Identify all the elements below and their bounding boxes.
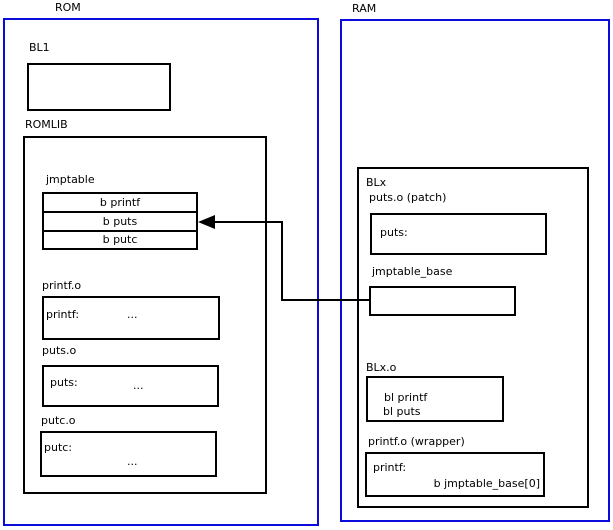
printf-o-box: printf: ...: [42, 296, 220, 340]
bl1-box: [27, 63, 171, 111]
jmptable-entry-printf: b printf: [42, 192, 198, 213]
printf-o-label: printf.o: [42, 279, 82, 292]
printf-wrapper-box: printf: b jmptable_base[0]: [365, 452, 545, 497]
printf-wrapper-symbol: printf:: [373, 461, 407, 474]
romlib-label: ROMLIB: [25, 118, 68, 131]
puts-o-label: puts.o: [42, 344, 77, 357]
blx-o-label: BLx.o: [366, 361, 397, 374]
blx-label: BLx: [366, 176, 387, 189]
rom-region-label: ROM: [55, 1, 81, 14]
printf-ellipsis: ...: [127, 308, 138, 321]
jmptable-label: jmptable: [46, 173, 95, 186]
blx-o-line-1: bl printf: [384, 391, 428, 404]
puts-ellipsis: ...: [133, 379, 144, 392]
putc-o-label: putc.o: [41, 414, 76, 427]
printf-symbol: printf:: [46, 308, 80, 321]
blx-o-line-2: bl puts: [383, 405, 421, 418]
puts-patch-symbol: puts:: [380, 226, 408, 239]
jmptable-entry-putc: b putc: [42, 230, 198, 250]
jmptable-base-box: [369, 286, 516, 316]
puts-patch-box: puts:: [370, 213, 547, 255]
blx-container: [357, 167, 589, 508]
blx-o-box: bl printf bl puts: [366, 376, 504, 422]
romlib-container: [23, 136, 267, 494]
putc-symbol: putc:: [44, 441, 73, 454]
ram-region-label: RAM: [352, 2, 377, 15]
jmptable-base-label: jmptable_base: [372, 265, 453, 278]
puts-patch-label: puts.o (patch): [369, 191, 447, 204]
printf-wrapper-label: printf.o (wrapper): [368, 435, 465, 448]
jmptable-entry-puts: b puts: [42, 211, 198, 232]
puts-symbol: puts:: [50, 376, 78, 389]
printf-wrapper-branch: b jmptable_base[0]: [433, 477, 540, 490]
bl1-label: BL1: [29, 41, 50, 54]
putc-o-box: putc: ...: [40, 431, 217, 477]
puts-o-box: puts: ...: [42, 365, 219, 407]
putc-ellipsis: ...: [127, 455, 138, 468]
